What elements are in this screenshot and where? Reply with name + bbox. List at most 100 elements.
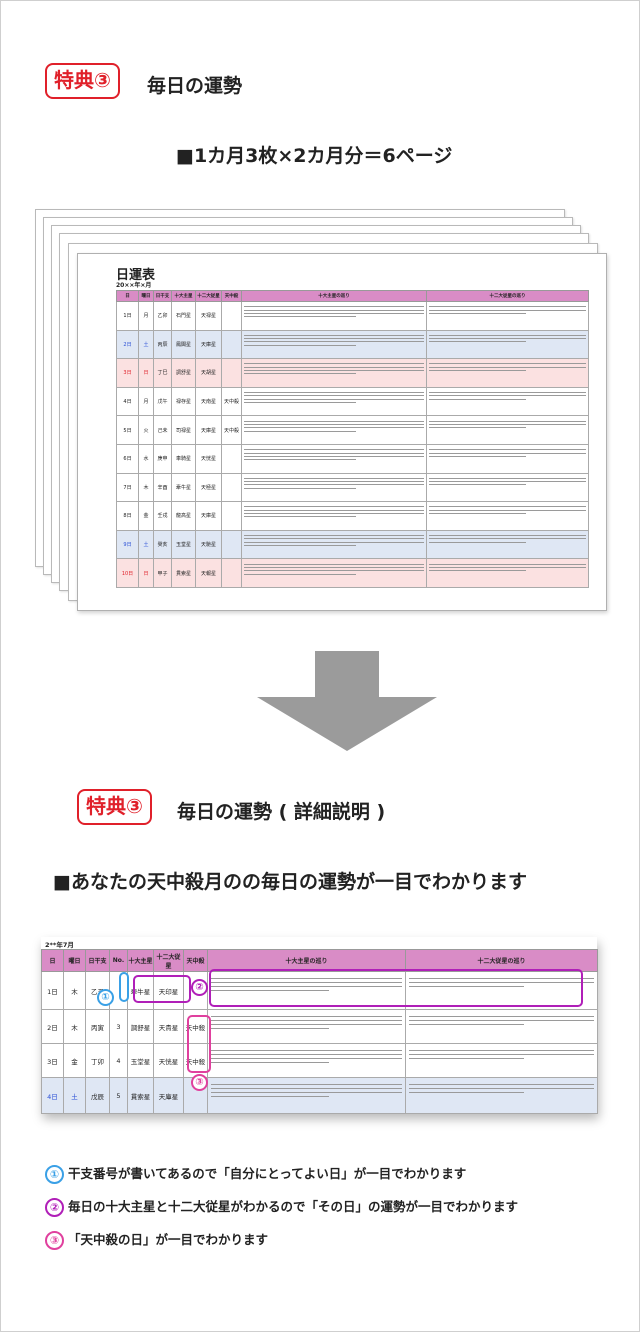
text-line bbox=[244, 544, 356, 546]
text-line bbox=[429, 338, 586, 340]
text-line bbox=[244, 312, 424, 314]
header-cell: 日干支 bbox=[153, 290, 172, 302]
main-star-cell: 牽牛星 bbox=[171, 472, 196, 503]
text-line bbox=[429, 398, 527, 400]
kanshi-cell: 癸亥 bbox=[153, 529, 172, 560]
text-line bbox=[244, 427, 424, 429]
text-line bbox=[244, 309, 424, 311]
legend-text-3: 「天中殺の日」が一目でわかります bbox=[68, 1232, 269, 1247]
text-line bbox=[244, 570, 424, 572]
text-line bbox=[429, 484, 527, 486]
sub-star-description bbox=[426, 386, 589, 417]
main-star-description bbox=[241, 358, 427, 388]
text-line bbox=[211, 1016, 402, 1017]
section-title-detail: 毎日の運勢 ( 詳細説明 ) bbox=[177, 801, 386, 823]
text-line bbox=[429, 306, 586, 308]
header-cell: 日 bbox=[116, 290, 139, 302]
text-line bbox=[429, 513, 527, 515]
number-cell: 5 bbox=[109, 1077, 128, 1114]
highlight-main-sub-stars bbox=[133, 975, 191, 1003]
text-line bbox=[244, 392, 424, 394]
text-line bbox=[244, 395, 424, 397]
text-line bbox=[429, 312, 527, 314]
main-star-description bbox=[241, 415, 427, 445]
text-line bbox=[244, 509, 424, 511]
text-line bbox=[409, 1050, 594, 1051]
tenchusatsu-cell bbox=[221, 558, 242, 588]
highlight-star-descriptions bbox=[209, 969, 583, 1007]
main-star-description bbox=[241, 329, 427, 360]
text-line bbox=[409, 1024, 524, 1025]
legend-marker-3: ③ bbox=[45, 1231, 64, 1250]
weekday-cell: 木 bbox=[63, 971, 86, 1010]
text-line bbox=[409, 1084, 594, 1085]
sub-star-description bbox=[426, 472, 589, 503]
table-row: 7日木辛酉牽牛星天極星 bbox=[116, 472, 589, 503]
day-cell: 3日 bbox=[116, 358, 139, 388]
sub-star-description bbox=[426, 329, 589, 360]
text-line bbox=[244, 420, 424, 422]
kanshi-cell: 辛酉 bbox=[153, 472, 172, 503]
weekday-cell: 土 bbox=[138, 529, 154, 560]
table-row: 1日月乙卯石門星天禄星 bbox=[116, 301, 589, 331]
kanshi-cell: 戊午 bbox=[153, 386, 172, 417]
table-row: 2日土丙辰鳳閣星天庫星 bbox=[116, 329, 589, 360]
main-star-description bbox=[241, 529, 427, 560]
text-line bbox=[244, 344, 356, 346]
text-line bbox=[211, 1092, 402, 1093]
main-star-cell: 龍高星 bbox=[171, 501, 196, 531]
text-line bbox=[244, 366, 424, 368]
text-line bbox=[409, 1058, 524, 1059]
text-line bbox=[429, 566, 586, 568]
table-row: 8日金壬戌龍高星天庫星 bbox=[116, 501, 589, 531]
sub-star-cell: 天恍星 bbox=[153, 1043, 184, 1078]
sub-star-cell: 天馳星 bbox=[195, 529, 222, 560]
kanshi-cell: 丁巳 bbox=[153, 358, 172, 388]
main-star-description bbox=[207, 1077, 406, 1114]
text-line bbox=[211, 982, 402, 983]
sub-star-description bbox=[426, 529, 589, 560]
table-row: 9日土癸亥玉堂星天馳星 bbox=[116, 529, 589, 560]
text-line bbox=[429, 427, 527, 429]
tenchusatsu-cell bbox=[221, 301, 242, 331]
text-line bbox=[211, 1062, 330, 1063]
section-title: 毎日の運勢 bbox=[147, 75, 243, 97]
text-line bbox=[211, 1054, 402, 1055]
text-line bbox=[409, 982, 594, 983]
text-line bbox=[244, 449, 424, 451]
weekday-cell: 木 bbox=[138, 472, 154, 503]
kanshi-cell: 丙辰 bbox=[153, 329, 172, 360]
header-cell: 天中殺 bbox=[183, 949, 208, 972]
text-line bbox=[244, 506, 424, 508]
header-cell: 十大主星 bbox=[171, 290, 196, 302]
main-star-description bbox=[241, 558, 427, 588]
text-line bbox=[244, 516, 356, 518]
legend-item-3: ③ 「天中殺の日」が一目でわかります bbox=[45, 1229, 268, 1250]
text-line bbox=[211, 1084, 402, 1085]
sub-star-cell: 天貴星 bbox=[153, 1009, 184, 1044]
bonus-badge: 特典③ bbox=[45, 63, 120, 99]
day-cell: 10日 bbox=[116, 558, 139, 588]
highlight-tenchusatsu-days bbox=[187, 1015, 211, 1073]
day-cell: 9日 bbox=[116, 529, 139, 560]
sub-star-cell: 天南星 bbox=[195, 386, 222, 417]
main-star-description bbox=[207, 1009, 406, 1044]
highlight-kanshi-number bbox=[119, 972, 129, 1002]
text-line bbox=[429, 309, 586, 311]
section-subtitle-detail: ■あなたの天中殺月のの毎日の運勢が一目でわかります bbox=[53, 871, 527, 893]
text-line bbox=[429, 481, 586, 483]
text-line bbox=[429, 366, 586, 368]
sub-star-cell: 天恍星 bbox=[195, 443, 222, 474]
kanshi-cell: 戊辰 bbox=[85, 1077, 110, 1114]
daily-fortune-sheet: 日運表 20××年×月 日曜日日干支十大主星十二大従星天中殺十大主星の巡り十二大… bbox=[77, 253, 607, 611]
main-star-cell: 調舒星 bbox=[171, 358, 196, 388]
main-star-description bbox=[241, 301, 427, 331]
tenchusatsu-cell bbox=[221, 358, 242, 388]
sub-star-description bbox=[405, 1077, 598, 1114]
text-line bbox=[244, 513, 424, 515]
weekday-cell: 日 bbox=[138, 558, 154, 588]
main-star-description bbox=[241, 443, 427, 474]
kanshi-cell: 壬戌 bbox=[153, 501, 172, 531]
text-line bbox=[244, 563, 424, 565]
